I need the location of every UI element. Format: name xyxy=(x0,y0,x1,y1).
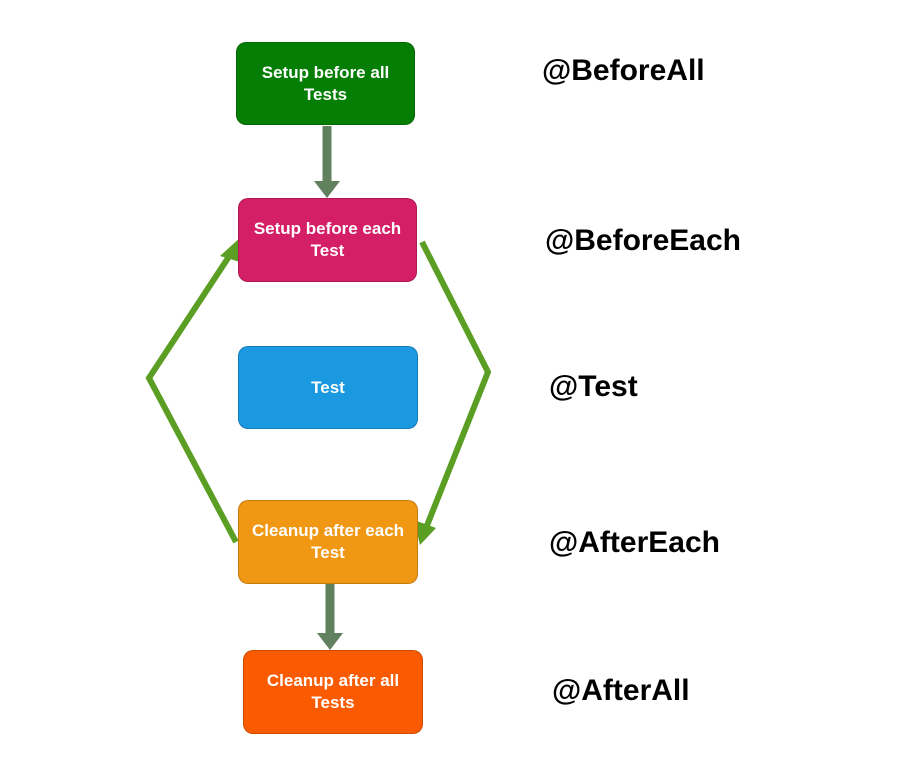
node-cleanup-after-all: Cleanup after all Tests xyxy=(243,650,423,734)
node-label: Cleanup after each Test xyxy=(251,521,405,562)
node-label: Setup before each Test xyxy=(253,219,402,260)
annotation-after-each: @AfterEach xyxy=(549,526,720,559)
node-label: Test xyxy=(311,377,345,397)
node-setup-before-all: Setup before all Tests xyxy=(236,42,415,125)
arrow-aftereach-to-afterall xyxy=(317,584,343,650)
arrow-loop-beforeeach-to-aftereach xyxy=(414,240,492,545)
annotation-before-each: @BeforeEach xyxy=(545,224,741,257)
node-test: Test xyxy=(238,346,418,429)
node-cleanup-after-each: Cleanup after each Test xyxy=(238,500,418,584)
node-setup-before-each: Setup before each Test xyxy=(238,198,417,282)
annotation-after-all: @AfterAll xyxy=(552,674,690,707)
node-label: Cleanup after all Tests xyxy=(266,671,400,712)
arrow-beforeall-to-beforeeach xyxy=(314,126,340,198)
arrow-loop-aftereach-to-beforeeach xyxy=(145,236,242,544)
node-label: Setup before all Tests xyxy=(261,62,390,104)
annotation-before-all: @BeforeAll xyxy=(542,54,705,87)
annotation-test: @Test xyxy=(549,370,638,403)
